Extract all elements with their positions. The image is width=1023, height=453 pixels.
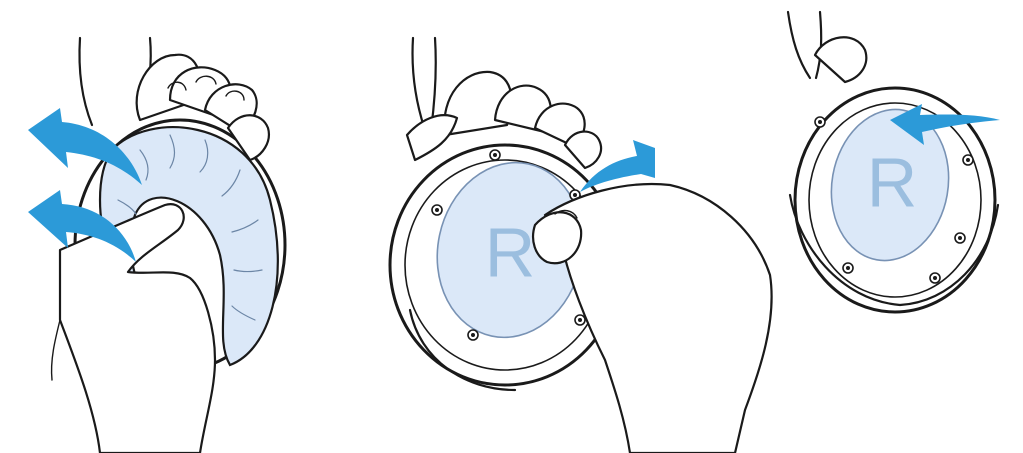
ear-pad xyxy=(830,108,950,262)
ear-cushion xyxy=(98,126,279,367)
pad-letter: R xyxy=(485,213,536,291)
step-2-drawing: R xyxy=(388,36,773,453)
hand-icon xyxy=(405,70,603,170)
hand-icon xyxy=(135,53,270,162)
headband-wire-left xyxy=(786,10,812,80)
hand-palm xyxy=(543,182,773,453)
pad-letter: R xyxy=(867,143,918,221)
headband-wire-left xyxy=(78,36,94,127)
step-2-remove-pad: R xyxy=(385,0,785,453)
headband-wire-right xyxy=(814,10,823,80)
step-1-remove-cushion xyxy=(0,0,300,453)
step-1-drawing xyxy=(28,36,287,453)
wrist-line xyxy=(50,319,61,381)
headband-joint xyxy=(813,36,868,84)
headband-wire-left xyxy=(411,36,427,132)
earcup-rim xyxy=(808,102,982,298)
thumb xyxy=(531,211,583,265)
direction-arrow-icon xyxy=(890,104,1000,145)
step-3-insert-pad: R xyxy=(770,0,1023,453)
direction-arrow-icon xyxy=(580,140,655,192)
screw-set xyxy=(431,149,586,341)
direction-arrow-icon xyxy=(28,190,136,262)
thumbnail xyxy=(554,209,578,219)
screw-set xyxy=(814,116,974,284)
earcup-lower-edge xyxy=(788,193,1000,307)
earcup-lower-edge xyxy=(408,308,517,392)
direction-arrow-icon xyxy=(28,108,142,185)
step-3-drawing: R xyxy=(786,10,1000,314)
